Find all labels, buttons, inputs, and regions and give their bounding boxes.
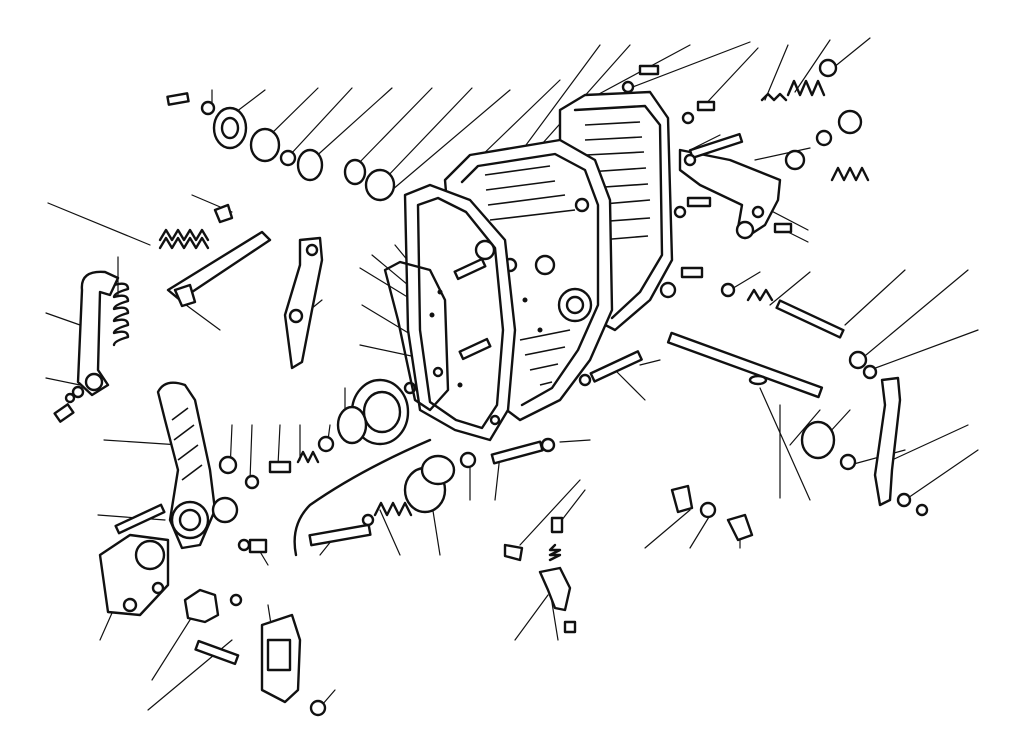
leader-line xyxy=(321,689,336,706)
leader-line xyxy=(45,377,81,386)
springs xyxy=(112,79,870,562)
leader-line xyxy=(559,439,591,443)
leader-line xyxy=(629,41,751,89)
leader-line xyxy=(519,479,581,546)
leader-line xyxy=(859,269,969,361)
leader-line xyxy=(355,87,433,167)
leader-line xyxy=(277,424,281,466)
fork-lever xyxy=(114,381,239,550)
bottom-forks xyxy=(183,588,327,717)
leader-line xyxy=(754,147,811,161)
bottom-bracket xyxy=(98,533,170,617)
center-bottom-parts xyxy=(218,378,556,557)
leader-line xyxy=(639,359,661,366)
leader-line xyxy=(891,424,969,461)
leader-line xyxy=(391,89,511,191)
right-bracket xyxy=(678,132,782,240)
main-housing xyxy=(383,90,674,442)
leader-line xyxy=(759,387,811,501)
leader-line xyxy=(249,424,253,481)
leader-line xyxy=(289,87,353,156)
leader-line xyxy=(151,611,196,681)
leader-line xyxy=(729,271,761,291)
leader-line xyxy=(383,87,473,181)
left-lever-arm xyxy=(53,270,120,423)
leader-line xyxy=(514,594,549,641)
leader-line xyxy=(794,39,831,93)
leader-line xyxy=(103,439,181,446)
leader-line xyxy=(844,269,906,326)
texture-marks xyxy=(429,289,543,388)
leader-line xyxy=(904,449,979,501)
leader-line xyxy=(45,312,81,326)
leader-line xyxy=(311,87,393,161)
leader-line xyxy=(614,369,646,401)
leader-lines xyxy=(45,37,979,711)
leader-line xyxy=(181,301,221,331)
leader-line xyxy=(699,47,759,111)
leader-line xyxy=(764,44,789,101)
leader-line xyxy=(869,329,979,371)
right-shaft-parts xyxy=(503,58,929,634)
leader-line xyxy=(769,271,811,306)
leader-line xyxy=(644,509,691,549)
center-left-parts xyxy=(166,92,396,370)
leader-line xyxy=(379,509,401,556)
leader-line xyxy=(47,202,151,246)
